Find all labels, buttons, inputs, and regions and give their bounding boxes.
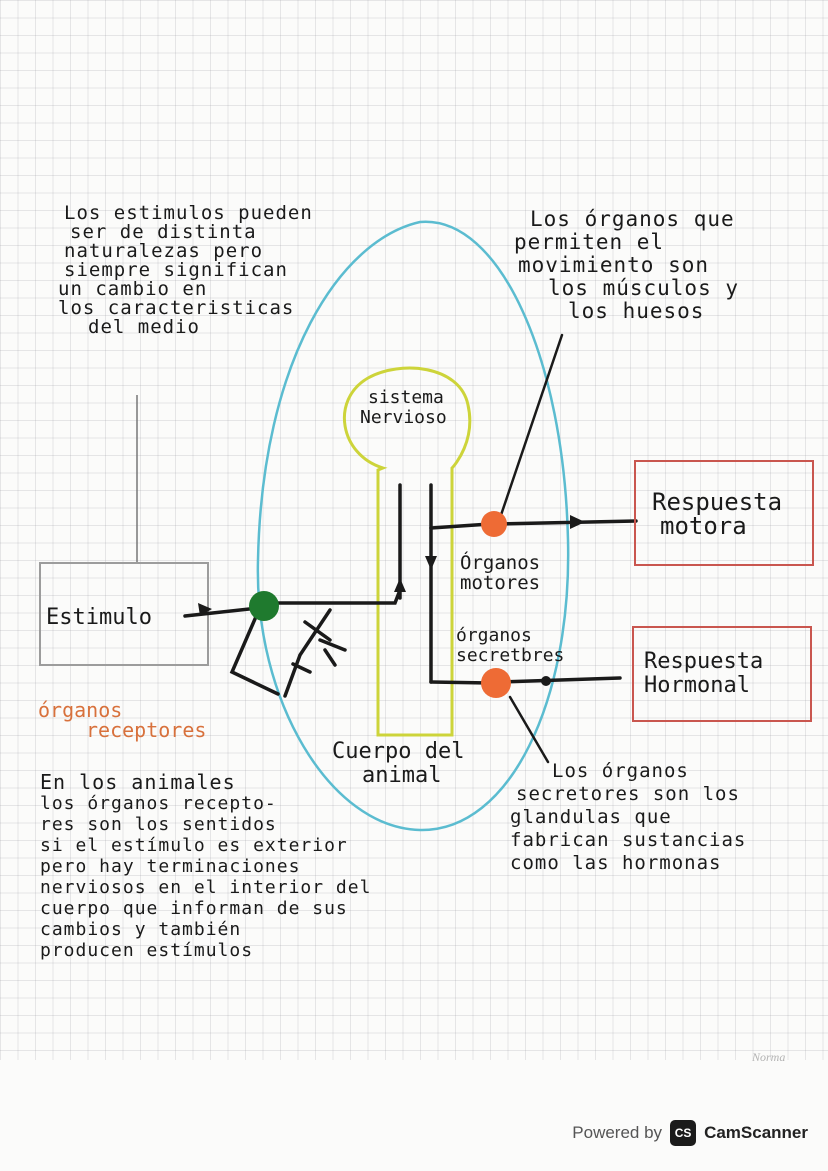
arrowhead-into-receptor — [198, 603, 212, 616]
receptor-twig-3 — [291, 662, 312, 674]
note-line: un cambio en — [58, 278, 208, 300]
nervous-system-label: sistema Nervioso — [360, 388, 447, 428]
secretor-organs-note: Los órganos secretores son los glandulas… — [510, 760, 746, 875]
nervous-system-outline — [343, 366, 472, 737]
receptor-twig-2 — [318, 638, 347, 652]
label-organos-secretores-2: secretbres — [456, 645, 565, 666]
label-respuesta-hormonal-1: Respuesta — [644, 649, 764, 674]
note-line: permiten el — [514, 230, 665, 254]
arrowhead-motor-response — [570, 515, 585, 529]
label-sistema: sistema — [368, 387, 444, 408]
note-line: ser de distinta — [70, 221, 257, 243]
secretor-note-pointer — [508, 695, 550, 764]
note-line: cambios y también — [40, 919, 242, 940]
label-nervioso: Nervioso — [360, 407, 447, 428]
note-line: Los estimulos pueden — [64, 202, 313, 224]
motor-organ-dot — [481, 511, 507, 537]
note-line: como las hormonas — [510, 852, 722, 874]
receptor-organs-label: órganos receptores — [38, 700, 206, 740]
label-organos-receptores-1: órganos — [38, 698, 123, 722]
label-respuesta-hormonal-2: Hormonal — [644, 673, 750, 698]
motor-response-line — [494, 519, 638, 526]
stimulus-label: Estimulo — [46, 605, 152, 630]
motor-organs-label: Órganos motores — [460, 553, 540, 593]
notebook-brand-watermark: Norma — [752, 1050, 786, 1064]
note-line: si el estímulo es exterior — [40, 835, 348, 856]
motor-organs-note: Los órganos que permiten el movimiento s… — [514, 208, 739, 323]
hormonal-response-label: Respuesta Hormonal — [644, 650, 763, 698]
animal-body-label: Cuerpo del animal — [332, 740, 464, 788]
label-organos-secretores-1: órganos — [456, 625, 532, 646]
arrowhead-efferent-down — [425, 556, 437, 570]
motor-branch-line — [429, 522, 492, 530]
secretor-organ-dot — [481, 668, 511, 698]
receptor-organ-dot — [249, 591, 279, 621]
secretor-organs-label: órganos secretbres — [456, 626, 564, 666]
scanner-footer: Powered by CS CamScanner — [572, 1120, 808, 1146]
label-animal: animal — [362, 763, 442, 788]
note-line: naturalezas pero — [64, 240, 264, 262]
motor-response-box — [634, 460, 814, 566]
secretor-branch-line — [429, 680, 492, 685]
stimulus-note: Los estimulos pueden ser de distinta nat… — [58, 204, 313, 337]
label-organos-receptores-2: receptores — [86, 718, 207, 742]
receptor-branch-right — [283, 608, 332, 698]
note-line: res son los sentidos — [40, 814, 277, 835]
note-line: fabrican sustancias — [510, 829, 747, 851]
camscanner-logo-icon: CS — [670, 1120, 697, 1146]
note-line: En los animales — [40, 770, 236, 794]
stimulus-to-receptor-line — [183, 606, 260, 618]
hormonal-response-line — [498, 676, 622, 684]
receptor-twig-4 — [323, 648, 337, 667]
note-line: cuerpo que informan de sus — [40, 898, 348, 919]
note-line: Los órganos que — [530, 207, 735, 231]
hormonal-response-box — [632, 626, 812, 722]
receptor-organs-note: En los animales los órganos recepto- res… — [40, 770, 372, 962]
note-line: los órganos recepto- — [40, 793, 277, 814]
motor-note-pointer — [498, 333, 564, 520]
note-line: pero hay terminaciones — [40, 856, 301, 877]
note-line: los caracteristicas — [58, 297, 295, 319]
receptor-branch-left — [229, 610, 280, 696]
note-line: secretores son los — [516, 783, 740, 805]
motor-response-label: Respuesta motora — [652, 490, 782, 538]
note-line: glandulas que — [510, 806, 672, 828]
note-line: Los órganos — [552, 760, 689, 782]
receptor-twig-1 — [303, 620, 332, 642]
note-line: movimiento son — [518, 253, 710, 277]
label-cuerpo: Cuerpo del — [332, 739, 465, 764]
scan-margin — [0, 1060, 828, 1171]
label-organos-motores-2: motores — [460, 572, 541, 594]
note-line: los huesos — [568, 299, 705, 323]
powered-by-text: Powered by — [572, 1123, 663, 1142]
animal-body-outline — [256, 220, 570, 832]
note-line: siempre significan — [64, 259, 288, 281]
label-respuesta-motora-1: Respuesta — [652, 488, 783, 516]
note-line: del medio — [88, 316, 200, 338]
label-organos-motores-1: Órganos — [460, 552, 541, 574]
camscanner-brand-text: CamScanner — [704, 1123, 808, 1142]
label-respuesta-motora-2: motora — [660, 512, 747, 540]
note-line: producen estímulos — [40, 940, 254, 961]
arrowhead-afferent-up — [394, 578, 406, 592]
note-line: nerviosos en el interior del — [40, 877, 372, 898]
junction-dot — [541, 676, 551, 686]
note-line: los músculos y — [548, 276, 740, 300]
